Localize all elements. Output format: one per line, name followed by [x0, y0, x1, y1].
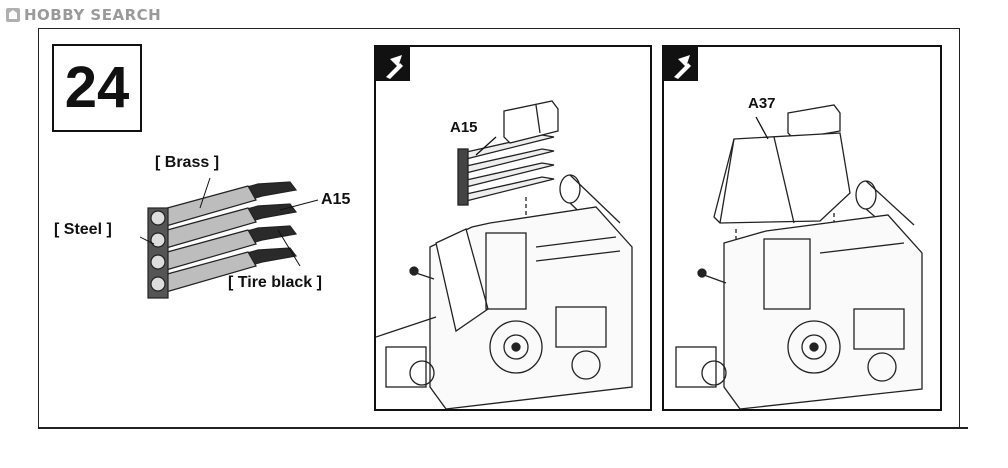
watermark-text: HOBBY SEARCH: [24, 6, 162, 24]
tire-black-callout: [ Tire black ]: [228, 274, 322, 291]
panel-1-part-label: A15: [450, 119, 478, 136]
gun-breech-line-art: [376, 100, 633, 409]
hobbysearch-logo-icon: [6, 8, 20, 22]
assembly-panel-2: A37: [662, 45, 942, 411]
panel-2-part-label: A37: [748, 95, 776, 112]
steel-callout: [ Steel ]: [54, 221, 112, 238]
assembly-arrows-icon: [376, 47, 410, 81]
step-number: 24: [64, 55, 130, 120]
ammo-clip-illustration: [140, 177, 319, 299]
step-number-box: 24: [52, 44, 142, 132]
gun-breech-cover-line-art: [675, 104, 923, 409]
watermark: HOBBY SEARCH: [6, 4, 161, 26]
bottom-rule: [38, 427, 968, 429]
brass-callout: [ Brass ]: [155, 154, 220, 171]
assembly-panel-1: A15: [374, 45, 652, 411]
assembly-arrows-icon: [664, 47, 698, 81]
part-a15-callout: A15: [321, 191, 351, 208]
